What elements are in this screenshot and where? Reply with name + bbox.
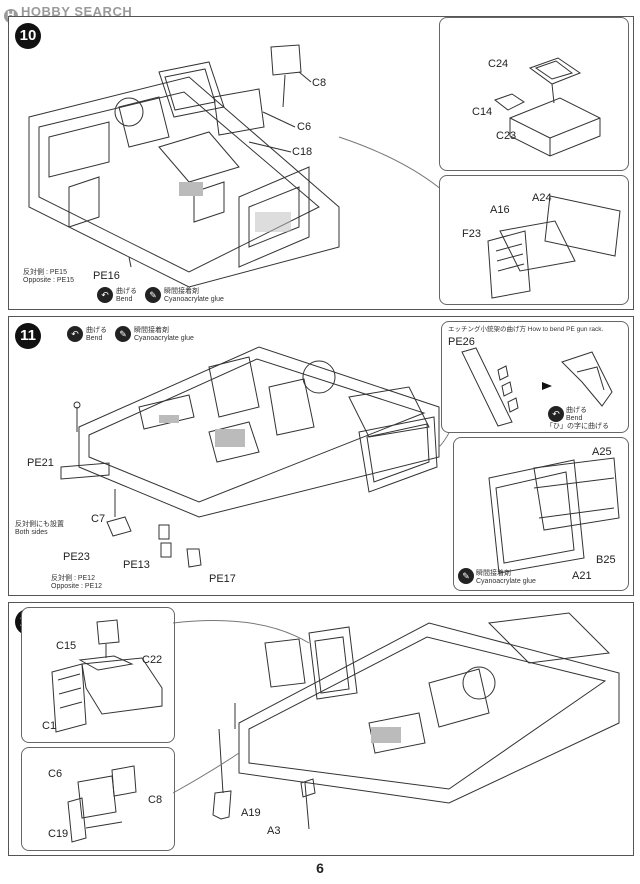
glue-icon: ✎	[145, 287, 161, 303]
part-label-a24: A24	[532, 192, 552, 204]
step-10-panel: 10	[8, 16, 634, 310]
watermark-text: HOBBY SEARCH	[21, 4, 133, 19]
part-label-c6: C6	[297, 121, 312, 133]
gun-rack-drawing	[461, 347, 613, 427]
part-label-c8: C8	[148, 794, 163, 806]
page-number: 6	[316, 860, 324, 876]
part-label-b25: B25	[596, 554, 616, 566]
part-label-pe21: PE21	[27, 457, 54, 469]
watermark: HHOBBY SEARCH	[4, 4, 132, 23]
part-label-pe17: PE17	[209, 573, 236, 585]
door-panel-drawing	[488, 457, 620, 574]
part-label-c8: C8	[312, 77, 327, 89]
part-label-c23: C23	[496, 130, 517, 142]
step-10-detail-seat: C24 C14 C23	[439, 17, 629, 171]
glue-icon: ✎	[115, 326, 131, 342]
part-label-pe26: PE26	[448, 336, 475, 348]
part-label-c7: C7	[91, 513, 106, 525]
part-label-c15: C15	[56, 640, 77, 652]
part-label-c22: C22	[142, 654, 163, 666]
part-label-a25: A25	[592, 446, 612, 458]
seat-detail-drawing	[493, 57, 601, 157]
part-label-c1: C1	[42, 720, 57, 732]
step-11-detail-gun-rack: エッチング小銃架の曲げ方 How to bend PE gun rack. PE…	[441, 321, 629, 433]
part-label-pe16: PE16	[93, 270, 120, 282]
part-label-a3: A3	[267, 825, 281, 837]
part-label-a19: A19	[241, 807, 261, 819]
bend-icon: ↶	[548, 406, 564, 422]
step-11-number: 11	[15, 323, 41, 349]
part-label-c18: C18	[292, 146, 313, 158]
step-12-panel: 12 C15 C22 C1	[8, 602, 634, 856]
step-12-vehicle-drawing	[172, 612, 620, 830]
seat-assembly-drawing	[51, 619, 163, 733]
part-label-a21: A21	[572, 570, 592, 582]
step-12-detail-seat: C15 C22 C1	[21, 607, 175, 743]
step-12-detail-headrest: C6 C8 C19	[21, 747, 175, 851]
step-10-opposite-note: 反対側 : PE15 Opposite : PE15	[23, 269, 74, 284]
part-label-pe13: PE13	[123, 559, 150, 571]
part-label-c6: C6	[48, 768, 63, 780]
step-10-number: 10	[15, 23, 41, 49]
gun-rack-title: エッチング小銃架の曲げ方 How to bend PE gun rack.	[448, 326, 604, 333]
part-label-c14: C14	[472, 106, 493, 118]
step-10-vehicle-drawing	[28, 44, 470, 288]
glue-icon: ✎	[458, 568, 474, 584]
part-label-c19: C19	[48, 828, 69, 840]
part-label-f23: F23	[462, 228, 481, 240]
bend-icon: ↶	[67, 326, 83, 342]
gun-rack-hint: 「ひ」の字に曲げる	[546, 423, 609, 430]
bend-icon: ↶	[97, 287, 113, 303]
headrest-drawing	[67, 765, 137, 843]
door-detail-drawing	[487, 195, 621, 299]
step-10-detail-door: A24 A16 F23	[439, 175, 629, 305]
part-label-pe23: PE23	[63, 551, 90, 563]
part-label-c24: C24	[488, 58, 509, 70]
part-label-a16: A16	[490, 204, 510, 216]
